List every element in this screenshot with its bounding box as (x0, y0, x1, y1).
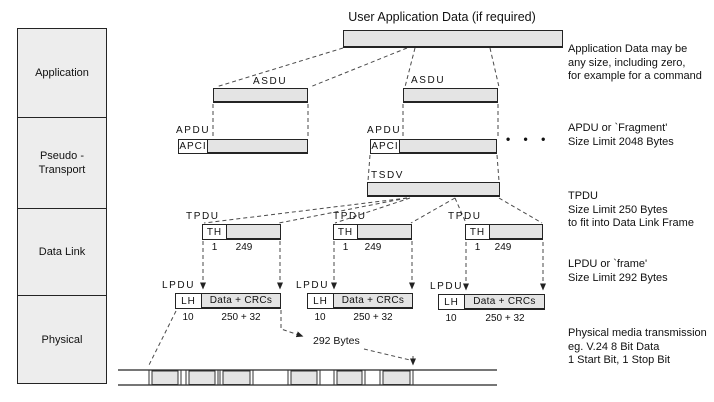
lpdu-lh-bytes-1: 10 (182, 312, 194, 323)
tsdv-label: TSDV (371, 170, 405, 181)
asdu-right-label: ASDU (411, 75, 446, 86)
asdu-left-box (213, 88, 308, 103)
tpdu-th-box-2: TH (333, 224, 358, 240)
lpdu-label-2: LPDU (296, 280, 330, 291)
tpdu-payload-bytes-3: 249 (494, 242, 512, 253)
lpdu-lh-box-1: LH (175, 293, 202, 309)
tpdu-th-bytes-1: 1 (211, 242, 218, 253)
asdu-left-label: ASDU (253, 76, 288, 87)
tpdu-th-bytes-3: 1 (474, 242, 481, 253)
tsdv-box (367, 182, 500, 197)
lpdu-payload-box-2: Data + CRCs (333, 293, 413, 309)
apdu-left-label: APDU (176, 125, 211, 136)
tpdu-payload-box-3 (489, 224, 543, 240)
lpdu-payload-bytes-2: 250 + 32 (353, 312, 393, 323)
annotation-application: Application Data may be any size, includ… (568, 43, 702, 82)
tsdv-to-tpdu-connectors (203, 197, 543, 224)
tpdu-payload-bytes-2: 249 (364, 242, 382, 253)
apci-right-box: APCI (370, 139, 400, 154)
lpdu-payload-box-3: Data + CRCs (464, 294, 545, 310)
layer-box-application: Application (17, 28, 107, 118)
lpdu-lh-box-2: LH (307, 293, 334, 309)
lpdu-label-3: LPDU (430, 281, 464, 292)
tpdu-th-box-3: TH (465, 224, 490, 240)
tpdu-th-box-1: TH (202, 224, 227, 240)
apdu-left-payload-box (207, 139, 308, 154)
apdu-right-payload-box (399, 139, 497, 154)
frame-size-callout: 292 Bytes (313, 335, 360, 347)
apci-left-box: APCI (178, 139, 208, 154)
tpdu-payload-bytes-1: 249 (235, 242, 253, 253)
tpdu-label-2: TPDU (333, 211, 367, 222)
user-application-data-box (343, 30, 563, 48)
annotation-lpdu: LPDU or `frame' Size Limit 292 Bytes (568, 258, 668, 284)
lpdu-label-1: LPDU (162, 280, 196, 291)
more-fragments-ellipsis: • • • (506, 132, 551, 146)
tpdu-label-1: TPDU (186, 211, 220, 222)
lpdu-lh-bytes-3: 10 (445, 313, 457, 324)
lpdu-lh-bytes-2: 10 (314, 312, 326, 323)
asdu-to-apdu-connectors (212, 104, 499, 138)
layer-box-pseudo-transport: Pseudo - Transport (17, 117, 107, 209)
transmission-line (118, 369, 497, 386)
tpdu-label-3: TPDU (448, 211, 482, 222)
annotation-apdu: APDU or `Fragment' Size Limit 2048 Bytes (568, 122, 674, 148)
tpdu-payload-box-1 (226, 224, 281, 240)
apdu-right-label: APDU (367, 125, 402, 136)
layer-box-physical: Physical (17, 295, 107, 384)
start-stop-bit-ticks (148, 370, 414, 385)
lpdu-payload-box-1: Data + CRCs (201, 293, 281, 309)
tpdu-payload-box-2 (357, 224, 412, 240)
tpdu-th-bytes-2: 1 (342, 242, 349, 253)
asdu-right-box (403, 88, 498, 103)
lpdu-payload-bytes-1: 250 + 32 (221, 312, 261, 323)
annotation-physical: Physical media transmission eg. V.24 8 B… (568, 327, 707, 366)
annotation-tpdu: TPDU Size Limit 250 Bytes to fit into Da… (568, 190, 694, 229)
lpdu-payload-bytes-3: 250 + 32 (485, 313, 525, 324)
diagram-title: User Application Data (if required) (348, 10, 536, 24)
lpdu-lh-box-3: LH (438, 294, 465, 310)
layer-box-data-link: Data Link (17, 208, 107, 296)
